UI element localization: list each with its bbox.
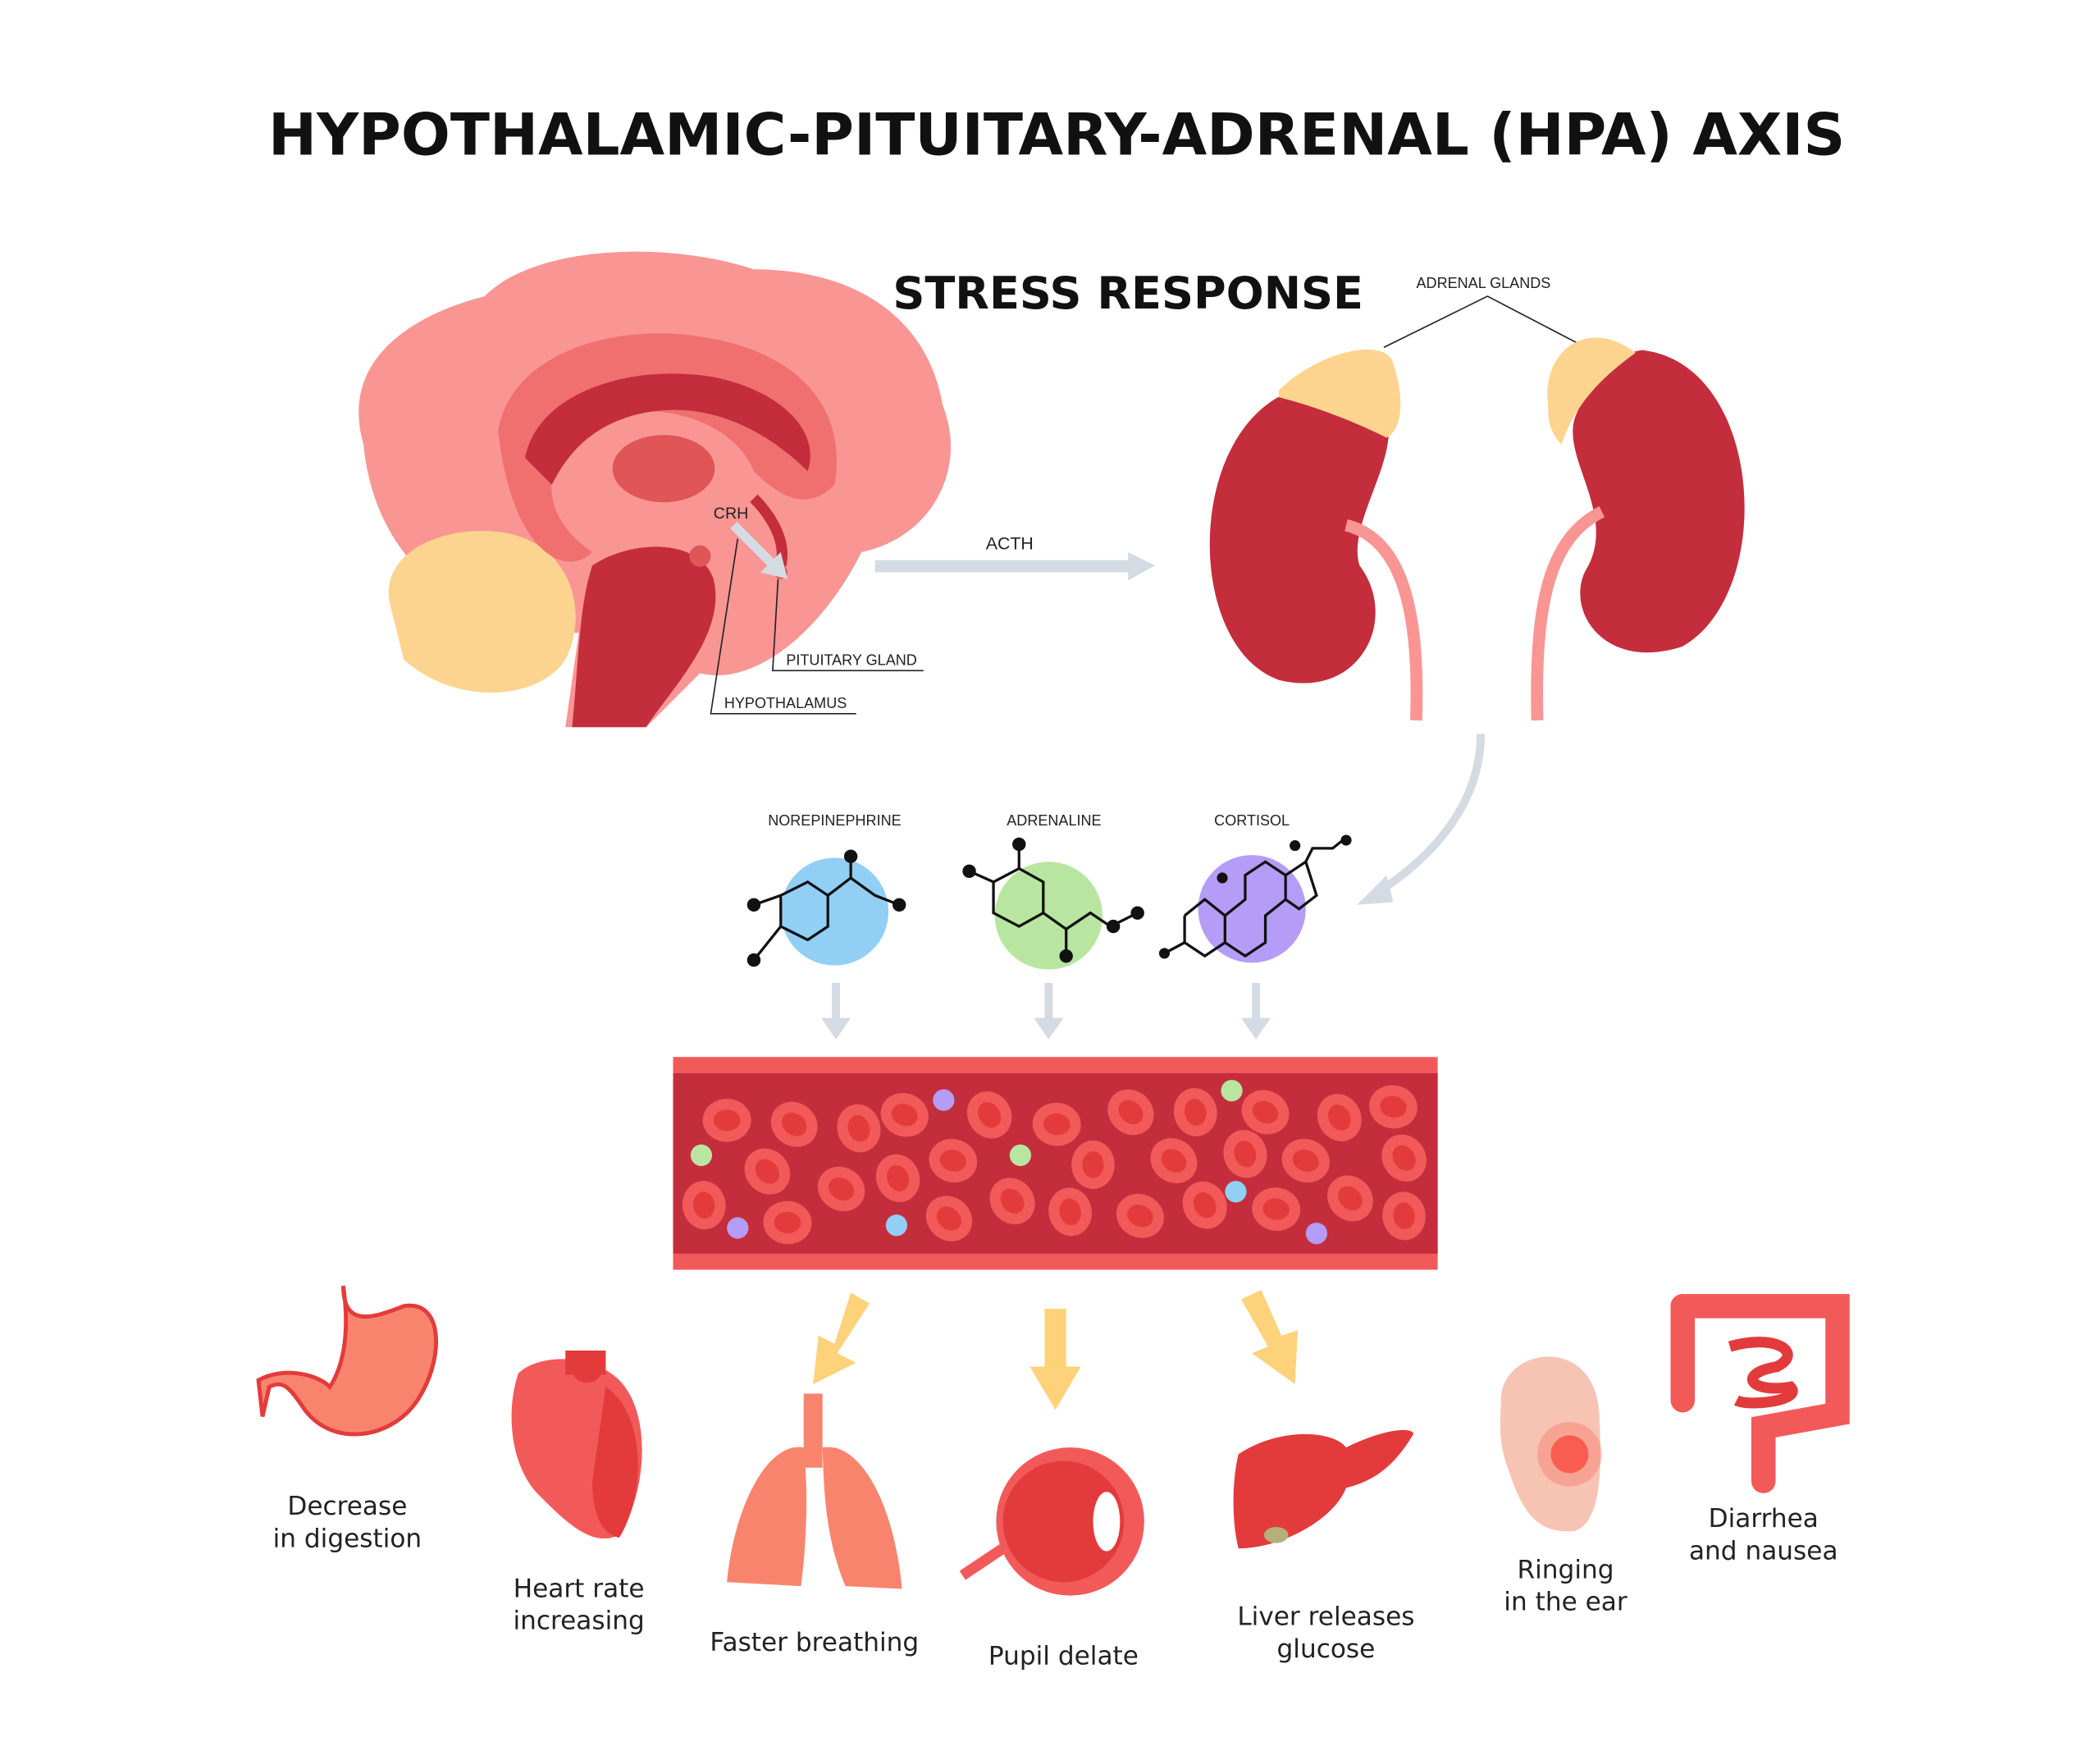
stomach-icon <box>256 1285 439 1437</box>
cortisol-label: CORTISOL <box>1214 812 1290 829</box>
lungs-icon <box>727 1393 902 1589</box>
heart-icon <box>511 1350 642 1539</box>
adrenaline-label: ADRENALINE <box>1007 812 1101 829</box>
blood-cells <box>682 1080 1427 1245</box>
red-blood-cell-center <box>1193 1192 1217 1218</box>
hormones-row: NOREPINEPHRINE ADRENALINE CORTISOL <box>746 812 1352 1040</box>
effect-5-line2: glucose <box>1277 1634 1376 1664</box>
effect-6-line1: Ringing <box>1518 1555 1614 1584</box>
red-blood-cell-center <box>886 1164 910 1191</box>
pituitary-label: PITUITARY GLAND <box>786 652 916 669</box>
effect-captions: Decrease in digestion Heart rate increas… <box>273 1492 1838 1671</box>
red-blood-cell-center <box>1252 1100 1279 1124</box>
ear-icon <box>1500 1356 1602 1532</box>
red-blood-cell-center <box>1292 1150 1319 1172</box>
red-blood-cell-center <box>1000 1188 1025 1214</box>
red-blood-cell-center <box>847 1115 870 1142</box>
curved-arrow <box>1371 734 1486 899</box>
adrenal-right <box>1547 337 1636 445</box>
adrenal-left <box>1278 350 1401 438</box>
hormone-molecule <box>690 1144 713 1167</box>
red-blood-cell-center <box>1338 1186 1363 1211</box>
effect-7-line1: Diarrhea <box>1709 1504 1819 1534</box>
red-blood-cell-center <box>1043 1113 1071 1136</box>
red-blood-cell-center <box>1234 1140 1257 1168</box>
norepinephrine: NOREPINEPHRINE <box>746 812 906 1040</box>
effect-2-line1: Heart rate <box>514 1574 645 1603</box>
effect-5-line1: Liver releases <box>1237 1602 1414 1632</box>
kidneys-illustration: ADRENAL GLANDS <box>1209 275 1745 905</box>
effect-4-line1: Pupil delate <box>988 1641 1139 1671</box>
red-blood-cell-center <box>1392 1145 1416 1171</box>
red-blood-cell-center <box>1161 1149 1187 1172</box>
hormone-molecule <box>933 1089 955 1111</box>
brain-illustration: CRH PITUITARY GLAND HYPOTHALAMUS <box>358 251 951 728</box>
effect-1-line2: in digestion <box>273 1524 422 1554</box>
norepinephrine-label: NOREPINEPHRINE <box>768 812 901 829</box>
red-blood-cell-center <box>713 1109 741 1131</box>
stress-response-heading: STRESS RESPONSE <box>892 267 1363 319</box>
red-blood-cell-center <box>781 1112 807 1136</box>
red-blood-cell-center <box>1262 1198 1290 1220</box>
red-blood-cell-center <box>1127 1204 1153 1227</box>
adrenaline: ADRENALINE <box>962 812 1144 1040</box>
main-title: HYPOTHALAMIC-PITUITARY-ADRENAL (HPA) AXI… <box>268 102 1845 169</box>
acth-arrow: ACTH <box>874 534 1155 581</box>
organs-row <box>256 1285 1850 1596</box>
norepinephrine-circle <box>780 857 889 966</box>
hypothalamus-label: HYPOTHALAMUS <box>724 695 847 711</box>
effect-arrows <box>813 1290 1298 1410</box>
red-blood-cell-center <box>978 1102 1002 1128</box>
hormone-molecule <box>885 1214 908 1236</box>
effect-7-line2: and nausea <box>1689 1536 1838 1566</box>
effect-2-line2: increasing <box>513 1607 644 1636</box>
liver-icon <box>1233 1429 1414 1549</box>
hormone-molecule <box>1221 1080 1243 1102</box>
effect-3-line1: Faster breathing <box>710 1628 919 1657</box>
brainstem <box>572 546 716 728</box>
red-blood-cell-center <box>1118 1099 1144 1125</box>
hormone-molecule <box>727 1217 749 1239</box>
red-blood-cell-center <box>939 1150 967 1172</box>
red-blood-cell-center <box>693 1191 715 1219</box>
crh-label: CRH <box>714 505 749 523</box>
red-blood-cell-center <box>1184 1099 1207 1126</box>
blood-vessel <box>673 1057 1438 1270</box>
effect-6-line2: in the ear <box>1504 1588 1628 1617</box>
hormone-molecule <box>1305 1223 1328 1245</box>
effect-1-line1: Decrease <box>287 1492 407 1521</box>
red-blood-cell-center <box>1082 1151 1104 1178</box>
eye-icon <box>959 1447 1144 1596</box>
red-blood-cell-center <box>1393 1202 1415 1230</box>
red-blood-cell-center <box>936 1206 962 1231</box>
red-blood-cell-center <box>891 1104 918 1127</box>
cortisol: CORTISOL <box>1158 812 1352 1040</box>
adrenal-glands-label: ADRENAL GLANDS <box>1417 275 1551 291</box>
intestines-icon <box>1670 1294 1850 1493</box>
red-blood-cell-center <box>1327 1104 1351 1131</box>
red-blood-cell-center <box>1380 1095 1407 1118</box>
red-blood-cell-center <box>755 1159 780 1184</box>
red-blood-cell-center <box>774 1211 801 1234</box>
crh-arrow <box>730 521 778 569</box>
red-blood-cell-center <box>1059 1198 1081 1226</box>
hormone-molecule <box>1009 1144 1032 1167</box>
hormone-molecule <box>1225 1181 1247 1203</box>
red-blood-cell-center <box>829 1177 855 1201</box>
acth-label: ACTH <box>986 534 1034 554</box>
cerebellum <box>388 531 576 693</box>
